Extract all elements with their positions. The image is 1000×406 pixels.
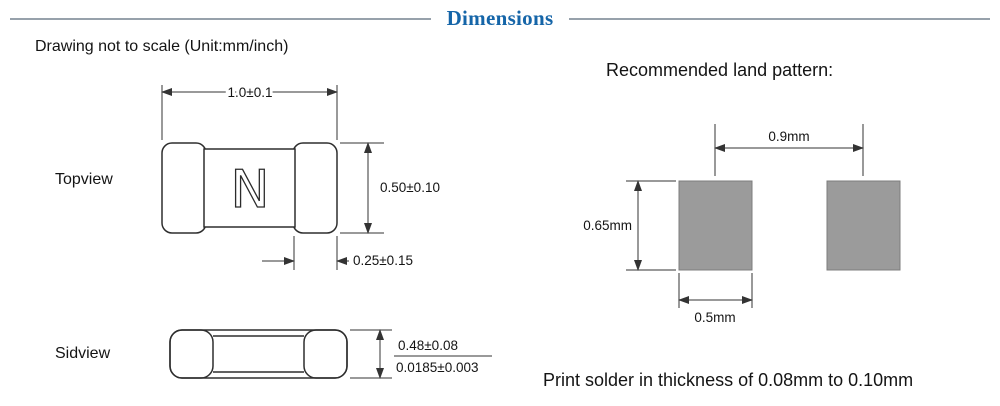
thickness-inch-label: 0.0185±0.003 — [396, 360, 478, 375]
topview-width-dimension: 1.0±0.1 — [161, 82, 338, 140]
pad-pitch-dimension: 0.9mm — [714, 124, 864, 176]
topview-height-dimension: 0.50±0.10 — [340, 142, 440, 234]
thickness-mm-label: 0.48±0.08 — [398, 338, 458, 353]
part-marking: N — [231, 160, 270, 220]
pad-height-dimension: 0.65mm — [583, 180, 676, 271]
scale-note: Drawing not to scale (Unit:mm/inch) — [35, 38, 289, 55]
topview-width-label: 1.0±0.1 — [228, 85, 273, 100]
topview-left-terminal — [161, 142, 207, 234]
sideview-label: Sidview — [55, 345, 111, 362]
header: Dimensions — [10, 6, 991, 31]
land-pad-left — [678, 180, 753, 271]
land-pad-right — [826, 180, 901, 271]
sideview-left-terminal — [169, 329, 214, 379]
terminal-width-dimension: 0.25±0.15 — [262, 236, 413, 270]
land-pattern-drawing: 0.9mm 0.65mm 0.5mm — [583, 124, 901, 325]
pad-pitch-label: 0.9mm — [768, 129, 809, 144]
topview-body — [203, 148, 296, 228]
solder-thickness-note: Print solder in thickness of 0.08mm to 0… — [543, 370, 914, 390]
land-pattern-title: Recommended land pattern: — [606, 60, 834, 80]
topview-label: Topview — [55, 171, 113, 188]
topview-height-label: 0.50±0.10 — [380, 180, 440, 195]
terminal-width-label: 0.25±0.15 — [353, 253, 413, 268]
header-rule-right — [569, 17, 991, 20]
component-dimension-drawing: N 1.0±0.1 0.50±0.10 0.25±0.15 — [161, 82, 492, 379]
sideview-outline — [169, 329, 348, 379]
pad-width-dimension: 0.5mm — [678, 273, 753, 325]
thickness-dimension: 0.48±0.08 0.0185±0.003 — [350, 329, 492, 379]
pad-width-label: 0.5mm — [694, 310, 735, 325]
topview-drawing: N — [161, 142, 338, 234]
pad-height-label: 0.65mm — [583, 218, 632, 233]
header-rule-left — [10, 17, 431, 20]
sideview-body-lines — [213, 335, 304, 373]
topview-right-terminal — [292, 142, 338, 234]
sideview-right-terminal — [303, 329, 348, 379]
sideview-drawing — [169, 329, 348, 379]
page-title: Dimensions — [446, 6, 554, 30]
